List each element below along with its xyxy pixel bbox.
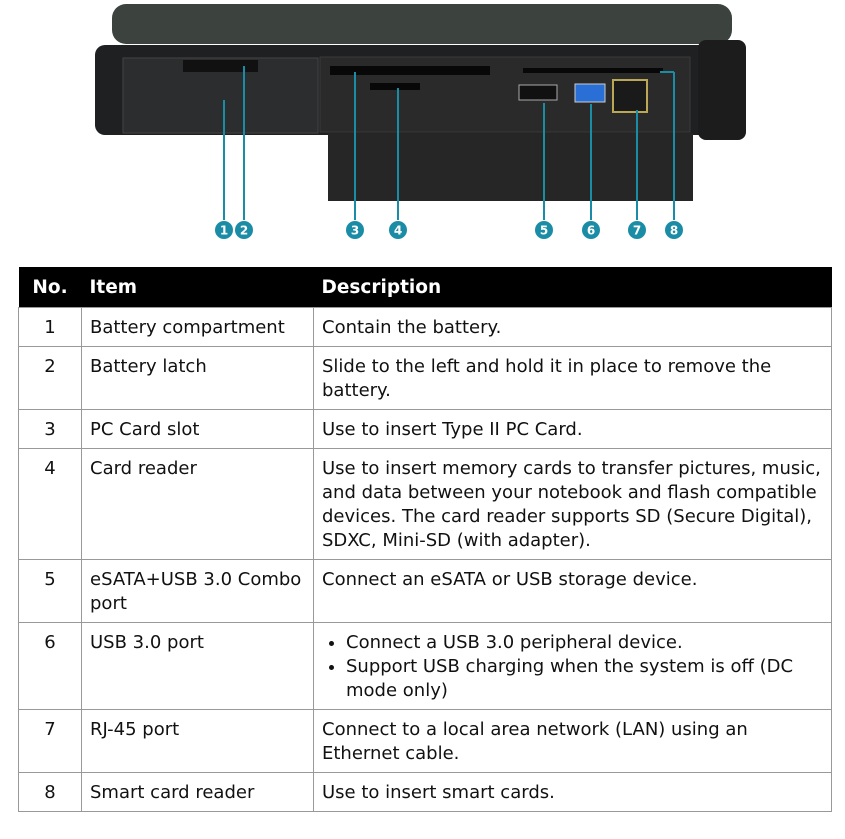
description-cell: Use to insert Type II PC Card. [313,409,832,449]
item-cell: Smart card reader [81,772,314,812]
item-cell: Card reader [81,448,314,560]
callout-number: 7 [633,224,641,238]
description-cell: Connect to a local area network (LAN) us… [313,709,832,773]
callout-number: 2 [240,224,248,238]
callout-marker [535,221,553,239]
callout-lines [223,66,675,220]
usb3-port [574,83,606,103]
callout-marker [628,221,646,239]
callout-marker [582,221,600,239]
description-cell: Use to insert smart cards. [313,772,832,812]
handle [698,40,746,140]
number-cell: 6 [18,622,82,710]
description-cell: Connect a USB 3.0 peripheral device.Supp… [313,622,832,710]
callout-marker [346,221,364,239]
number-cell: 3 [18,409,82,449]
esata-port [518,84,558,101]
callout-number: 1 [220,224,228,238]
smart-card-slot [523,68,663,73]
number-cell: 7 [18,709,82,773]
description-bullet: Connect a USB 3.0 peripheral device. [346,631,823,655]
description-bullet: Support USB charging when the system is … [346,655,823,703]
callout-number: 4 [394,224,402,238]
header-item: Item [81,267,314,308]
callout-marker [215,221,233,239]
callout-marker [665,221,683,239]
number-cell: 2 [18,346,82,410]
number-cell: 1 [18,307,82,347]
item-cell: USB 3.0 port [81,622,314,710]
item-cell: PC Card slot [81,409,314,449]
description-cell: Use to insert memory cards to transfer p… [313,448,832,560]
pc-card-slot [330,66,490,75]
callout-number: 6 [587,224,595,238]
item-cell: Battery compartment [81,307,314,347]
number-cell: 5 [18,559,82,623]
description-cell: Contain the battery. [313,307,832,347]
callout-number: 8 [670,224,678,238]
item-cell: RJ-45 port [81,709,314,773]
battery-compartment [122,57,319,134]
header-no: No. [18,267,82,308]
port-cover [328,133,693,201]
number-cell: 8 [18,772,82,812]
number-cell: 4 [18,448,82,560]
item-cell: Battery latch [81,346,314,410]
rj45-port [612,79,648,113]
header-description: Description [313,267,832,308]
callout-marker [389,221,407,239]
description-cell: Connect an eSATA or USB storage device. [313,559,832,623]
callout-marker [235,221,253,239]
item-cell: eSATA+USB 3.0 Combo port [81,559,314,623]
laptop-lid [112,4,732,44]
battery-latch [183,60,258,72]
callout-number: 3 [351,224,359,238]
card-reader-slot [370,83,420,90]
description-cell: Slide to the left and hold it in place t… [313,346,832,410]
table-header-row: No. Item Description [18,267,832,308]
callout-number: 5 [540,224,548,238]
